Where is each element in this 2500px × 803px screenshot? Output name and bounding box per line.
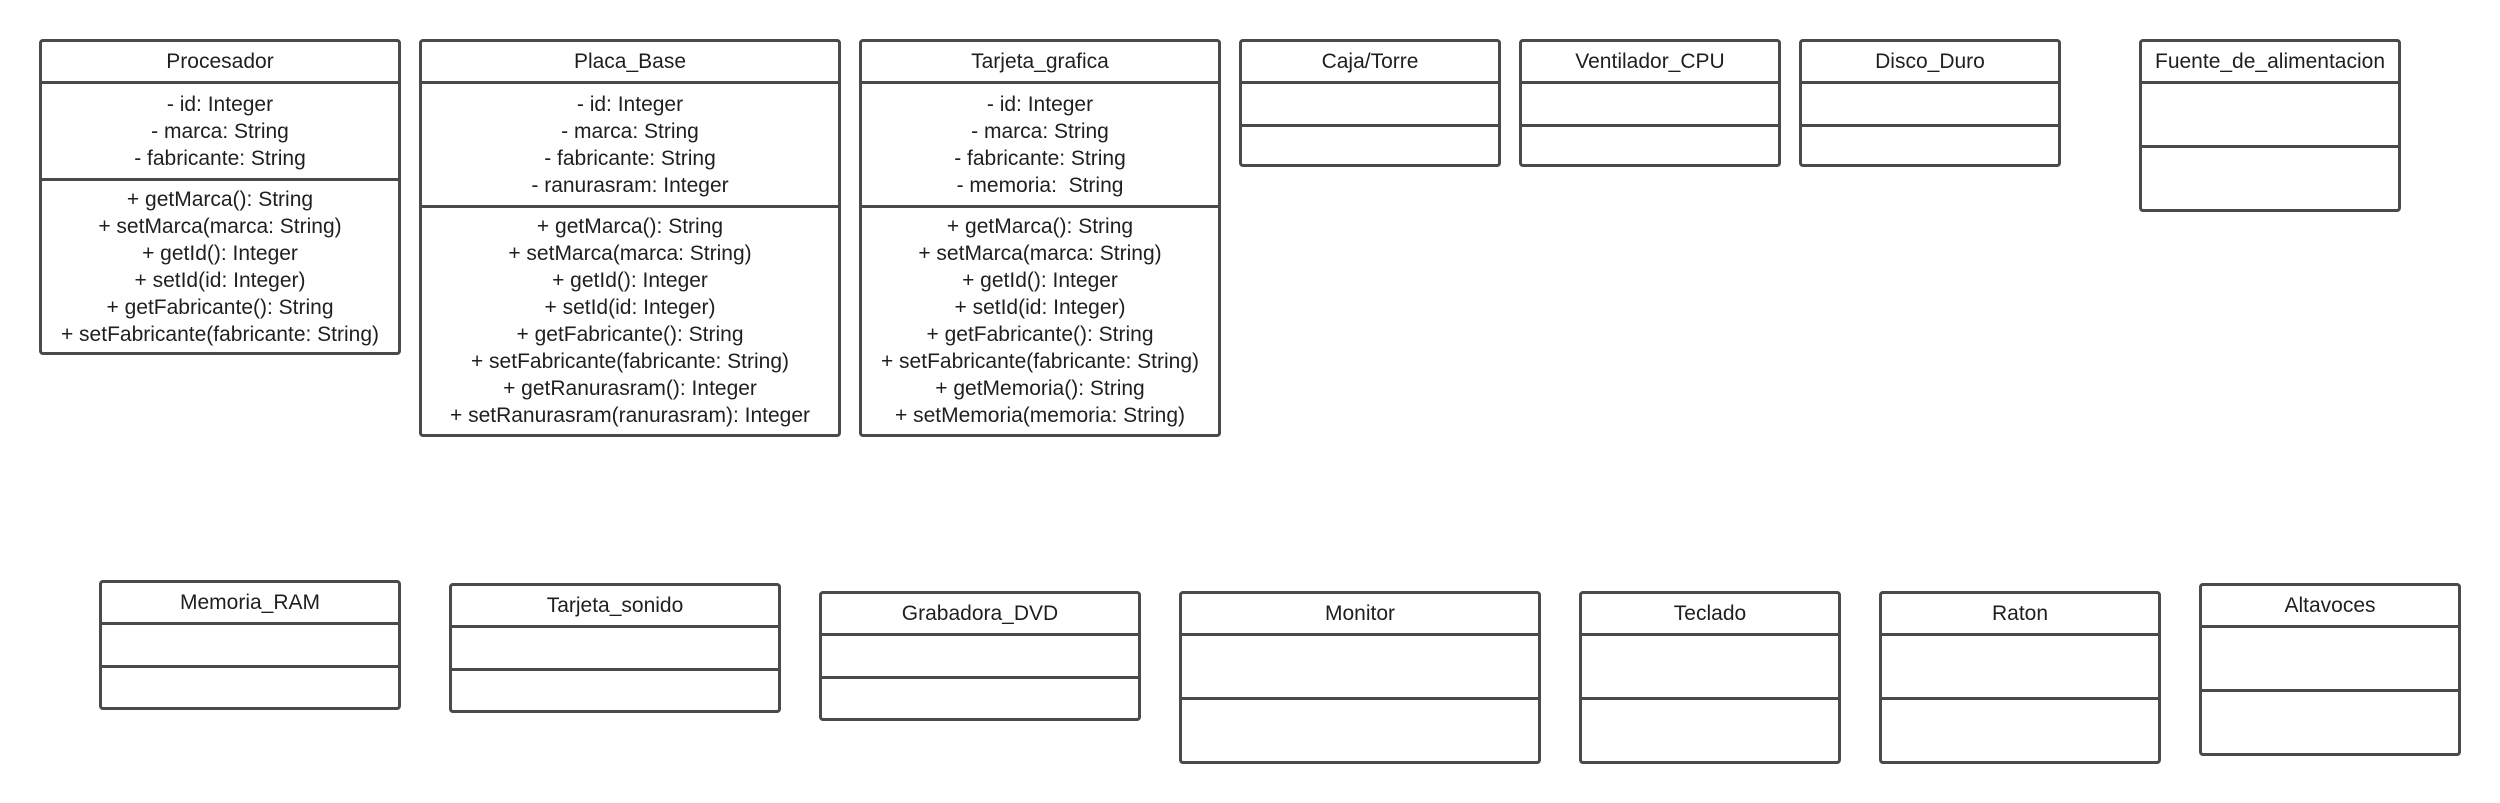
class-name: Altavoces xyxy=(2202,586,2458,628)
class-ventilador-cpu[interactable]: Ventilador_CPU xyxy=(1519,39,1781,167)
class-altavoces[interactable]: Altavoces xyxy=(2199,583,2461,756)
methods-compartment xyxy=(1882,700,2158,761)
attributes-compartment xyxy=(2142,84,2398,148)
class-raton[interactable]: Raton xyxy=(1879,591,2161,764)
attribute: - ranurasram: Integer xyxy=(531,173,729,197)
class-name: Memoria_RAM xyxy=(102,583,398,625)
class-monitor[interactable]: Monitor xyxy=(1179,591,1541,764)
methods-compartment: + getMarca(): String + setMarca(marca: St… xyxy=(862,208,1218,434)
class-disco-duro[interactable]: Disco_Duro xyxy=(1799,39,2061,167)
class-name: Teclado xyxy=(1582,594,1838,636)
methods-compartment xyxy=(822,679,1138,718)
method: + setMarca(marca: String) xyxy=(918,242,1162,265)
method: + setMarca(marca: String) xyxy=(98,214,342,238)
methods-compartment xyxy=(2202,692,2458,753)
method: + setMemoria(memoria: String) xyxy=(895,404,1185,427)
attributes-compartment xyxy=(822,636,1138,679)
methods-compartment: + getMarca(): String + setMarca(marca: St… xyxy=(422,208,838,434)
method: + getFabricante(): String xyxy=(926,323,1154,346)
methods-compartment: + getMarca(): String + setMarca(marca: St… xyxy=(42,181,398,352)
class-grabadora-dvd[interactable]: Grabadora_DVD xyxy=(819,591,1141,721)
method: + getMarca(): String xyxy=(126,187,314,211)
attribute: - marca: String xyxy=(151,119,289,143)
method: + getRanurasram(): Integer xyxy=(503,377,757,400)
methods-compartment xyxy=(1522,127,1778,164)
attributes-compartment xyxy=(1522,84,1778,127)
class-placa-base[interactable]: Placa_Base- id: Integer- marca: String- … xyxy=(419,39,841,437)
method: + setId(id: Integer) xyxy=(134,268,306,292)
method: + setId(id: Integer) xyxy=(544,296,716,319)
class-name: Tarjeta_sonido xyxy=(452,586,778,628)
methods-compartment xyxy=(1182,700,1538,761)
class-memoria-ram[interactable]: Memoria_RAM xyxy=(99,580,401,710)
attribute: - id: Integer xyxy=(576,92,684,116)
attributes-compartment xyxy=(2202,628,2458,692)
attributes-compartment xyxy=(1882,636,2158,700)
methods-compartment xyxy=(452,671,778,710)
attributes-compartment xyxy=(1802,84,2058,127)
method: + getFabricante(): String xyxy=(516,323,744,346)
attributes-compartment: - id: Integer - marca: String - fabricante… xyxy=(422,84,838,208)
method: + getMemoria(): String xyxy=(935,377,1145,400)
class-tarjeta-grafica[interactable]: Tarjeta_grafica - id: Integer - marca: Str… xyxy=(859,39,1221,437)
methods-compartment xyxy=(1242,127,1498,164)
attributes-compartment xyxy=(1182,636,1538,700)
attribute: - id: Integer xyxy=(986,92,1094,116)
method: + getFabricante(): String xyxy=(106,295,334,319)
attribute: - marca: String xyxy=(971,119,1109,143)
class-procesador[interactable]: Procesador- id: Integer- marca: String- … xyxy=(39,39,401,355)
attributes-compartment: - id: Integer - marca: String - fabricante… xyxy=(862,84,1218,208)
class-name: Grabadora_DVD xyxy=(822,594,1138,636)
class-name: Placa_Base xyxy=(422,42,838,84)
method: + setMarca(marca: String) xyxy=(508,242,752,265)
attribute: - fabricante: String xyxy=(134,146,306,170)
attribute: - marca: String xyxy=(561,119,699,143)
method: + setFabricante(fabricante: String) xyxy=(60,322,380,346)
method: + setId(id: Integer) xyxy=(954,296,1126,319)
class-name: Fuente_de_alimentacion xyxy=(2142,42,2398,84)
method: + getMarca(): String xyxy=(536,215,724,238)
attribute: - fabricante: String xyxy=(954,146,1126,170)
attributes-compartment xyxy=(1242,84,1498,127)
methods-compartment xyxy=(2142,148,2398,209)
attribute: - fabricante: String xyxy=(544,146,716,170)
class-tarjeta-sonido[interactable]: Tarjeta_sonido xyxy=(449,583,781,713)
attributes-compartment xyxy=(102,625,398,668)
attributes-compartment: - id: Integer - marca: String - fabricante… xyxy=(42,84,398,181)
class-name: Procesador xyxy=(42,42,398,84)
class-name: Ventilador_CPU xyxy=(1522,42,1778,84)
method: + getId(): Integer xyxy=(552,269,708,292)
method: + setFabricante(fabricante: String) xyxy=(880,350,1200,373)
attribute: - memoria: String xyxy=(956,173,1124,197)
attributes-compartment xyxy=(452,628,778,671)
methods-compartment xyxy=(1582,700,1838,761)
class-name: Disco_Duro xyxy=(1802,42,2058,84)
attributes-compartment xyxy=(1582,636,1838,700)
attribute: - id: Integer xyxy=(166,92,274,116)
class-teclado[interactable]: Teclado xyxy=(1579,591,1841,764)
method: + setFabricante(fabricante: String) xyxy=(470,350,790,373)
method: + getId(): Integer xyxy=(142,241,298,265)
class-name: Caja/Torre xyxy=(1242,42,1498,84)
class-name: Raton xyxy=(1882,594,2158,636)
method: + getId(): Integer xyxy=(962,269,1118,292)
class-fuente-de-alimentacion[interactable]: Fuente_de_alimentacion xyxy=(2139,39,2401,212)
class-name: Tarjeta_grafica xyxy=(862,42,1218,84)
class-caja-torre[interactable]: Caja/Torre xyxy=(1239,39,1501,167)
methods-compartment xyxy=(1802,127,2058,164)
class-name: Monitor xyxy=(1182,594,1538,636)
methods-compartment xyxy=(102,668,398,707)
method: + setRanurasram(ranurasram): Integer xyxy=(449,404,811,427)
method: + getMarca(): String xyxy=(946,215,1134,238)
